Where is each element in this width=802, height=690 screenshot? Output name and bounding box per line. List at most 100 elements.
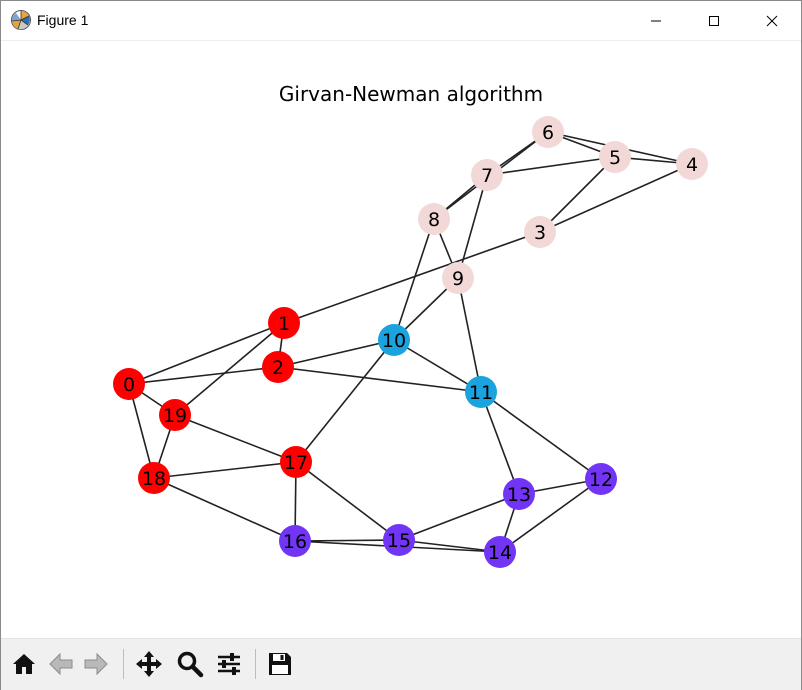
minimize-button[interactable] — [627, 1, 685, 40]
home-icon — [13, 654, 35, 674]
node-label: 9 — [452, 268, 464, 290]
edge-10-17 — [295, 339, 395, 463]
edge-7-9 — [457, 174, 488, 279]
back-button[interactable] — [44, 647, 78, 681]
close-icon — [766, 15, 778, 26]
node-circle — [599, 141, 631, 173]
figure-title: Girvan-Newman algorithm — [279, 82, 543, 106]
edge-1-19 — [174, 322, 285, 416]
window-title: Figure 1 — [37, 12, 89, 28]
node-label: 14 — [488, 542, 512, 564]
edge-13-15 — [398, 493, 520, 541]
node-circle — [138, 462, 170, 494]
title-bar[interactable]: Figure 1 — [1, 1, 801, 41]
node-label: 19 — [163, 405, 187, 427]
node-16: 16 — [279, 525, 311, 557]
toolbar-separator — [123, 649, 124, 679]
edge-17-18 — [153, 461, 297, 479]
sliders-icon — [218, 653, 240, 675]
magnifier-icon — [177, 651, 204, 678]
node-label: 7 — [481, 165, 493, 187]
minimize-icon — [651, 20, 661, 21]
node-6: 6 — [532, 116, 564, 148]
node-circle — [268, 307, 300, 339]
node-label: 11 — [469, 382, 493, 404]
node-4: 4 — [676, 148, 708, 180]
node-1: 1 — [268, 307, 300, 339]
node-10: 10 — [378, 324, 410, 356]
edge-0-1 — [128, 322, 285, 385]
node-14: 14 — [484, 536, 516, 568]
node-9: 9 — [442, 262, 474, 294]
node-circle — [524, 216, 556, 248]
node-circle — [113, 368, 145, 400]
pan-button[interactable] — [132, 647, 166, 681]
node-label: 3 — [534, 222, 546, 244]
node-circle — [262, 351, 294, 383]
node-11: 11 — [465, 376, 497, 408]
edge-2-10 — [277, 339, 395, 368]
floppy-disk-icon — [269, 653, 291, 675]
node-label: 2 — [272, 357, 284, 379]
node-circle — [484, 536, 516, 568]
node-circle — [503, 478, 535, 510]
edge-3-4 — [539, 163, 693, 233]
node-3: 3 — [524, 216, 556, 248]
edge-0-2 — [128, 366, 279, 385]
node-circle — [280, 446, 312, 478]
edge-11-12 — [480, 391, 602, 480]
zoom-button[interactable] — [173, 647, 207, 681]
node-17: 17 — [280, 446, 312, 478]
node-19: 19 — [159, 399, 191, 431]
node-7: 7 — [471, 159, 503, 191]
edge-5-7 — [486, 156, 616, 176]
arrow-left-icon — [49, 652, 73, 676]
home-button[interactable] — [7, 647, 41, 681]
edge-1-3 — [283, 231, 541, 324]
edge-8-10 — [393, 218, 435, 341]
edge-12-14 — [499, 478, 602, 553]
node-circle — [159, 399, 191, 431]
node-label: 16 — [283, 531, 307, 553]
node-2: 2 — [262, 351, 294, 383]
forward-button[interactable] — [79, 647, 113, 681]
edge-17-19 — [174, 414, 297, 463]
toolbar-separator — [255, 649, 256, 679]
node-circle — [442, 262, 474, 294]
node-circle — [585, 463, 617, 495]
node-label: 0 — [123, 374, 135, 396]
node-label: 10 — [382, 330, 406, 352]
maximize-button[interactable] — [685, 1, 743, 40]
node-circle — [378, 324, 410, 356]
navigation-toolbar — [1, 638, 801, 690]
save-button[interactable] — [263, 647, 297, 681]
node-circle — [532, 116, 564, 148]
close-button[interactable] — [743, 1, 801, 40]
edge-9-11 — [457, 277, 482, 393]
edge-11-13 — [480, 391, 520, 495]
node-label: 4 — [686, 154, 698, 176]
node-13: 13 — [503, 478, 535, 510]
edge-14-15 — [398, 539, 501, 553]
node-12: 12 — [585, 463, 617, 495]
node-circle — [676, 148, 708, 180]
configure-subplots-button[interactable] — [212, 647, 246, 681]
node-circle — [471, 159, 503, 191]
edge-10-11 — [393, 339, 482, 393]
maximize-icon — [709, 15, 719, 26]
edge-15-16 — [294, 539, 400, 542]
edge-15-17 — [295, 461, 400, 541]
node-circle — [279, 525, 311, 557]
node-label: 8 — [428, 209, 440, 231]
node-0: 0 — [113, 368, 145, 400]
node-label: 15 — [387, 530, 411, 552]
node-5: 5 — [599, 141, 631, 173]
node-15: 15 — [383, 524, 415, 556]
node-label: 1 — [278, 313, 290, 335]
edge-16-18 — [153, 477, 296, 542]
node-18: 18 — [138, 462, 170, 494]
node-label: 5 — [609, 147, 621, 169]
